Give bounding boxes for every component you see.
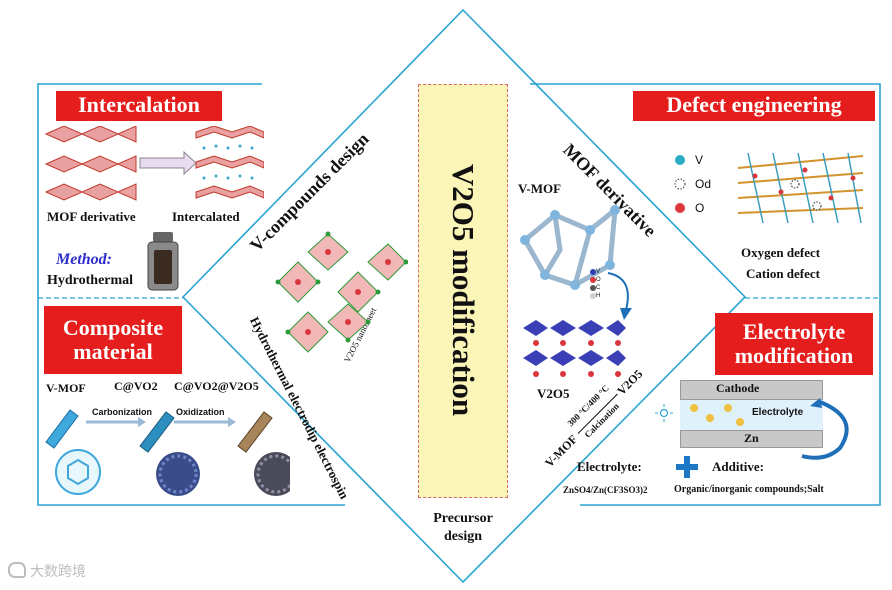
cation-defect-label: Cation defect [746, 266, 821, 281]
v2o5-label: V2O5 [537, 386, 570, 401]
cathode-label: Cathode [716, 381, 760, 395]
watermark-logo-icon [8, 562, 26, 578]
mof-element-legend [590, 269, 596, 299]
electrolyte-inner-label: Electrolyte [752, 407, 804, 418]
v-mof-label: V-MOF [518, 181, 562, 196]
defect-crystal [737, 152, 864, 224]
intercalated-caption: Intercalated [172, 209, 240, 224]
electrolyte-salts: ZnSO4/Zn(CF3SO3)2 [563, 485, 648, 495]
watermark-text: 大数跨境 [30, 564, 86, 580]
additive-prefix: Additive: [712, 459, 764, 474]
composite-title: Composite material [44, 306, 182, 374]
mof-element-letters: V O C H [596, 269, 601, 299]
defect-title: Defect engineering [633, 91, 875, 121]
oxygen-defect-label: Oxygen defect [741, 245, 821, 260]
cathode-layer [680, 380, 823, 400]
nanosheet-illustration [275, 231, 408, 353]
carbonization-label: Carbonization [92, 407, 152, 417]
v2o5-crystal [523, 320, 626, 377]
electrolyte-particles [690, 404, 744, 426]
method-value: Hydrothermal [47, 273, 134, 288]
intercalation-illustration [44, 126, 264, 201]
mof-derivative-caption: MOF derivative [47, 209, 136, 224]
watermark: 大数跨境 [8, 561, 86, 581]
electrolyte-layer [680, 400, 823, 430]
c-vo2-v2o5-caption: C@VO2@V2O5 [174, 379, 259, 393]
defect-legend-markers [674, 155, 686, 213]
vmof-caption: V-MOF [46, 381, 86, 395]
zn-label: Zn [744, 431, 759, 445]
intercalation-title: Intercalation [56, 91, 222, 121]
center-panel [418, 84, 508, 498]
oxidization-label: Oxidization [176, 407, 225, 417]
electrolyte-cycle-arrow-icon [801, 398, 849, 460]
od-legend-dot [674, 178, 686, 190]
zn-layer [680, 430, 823, 448]
autoclave-icon [147, 232, 179, 291]
c-vo2-caption: C@VO2 [114, 379, 158, 393]
legend-v-label: V [695, 153, 704, 167]
legend-o-label: O [695, 201, 705, 215]
curved-arrow-icon [607, 272, 632, 320]
method-label: Method: [56, 251, 112, 268]
precursor-design-label: Precursor design [433, 511, 493, 544]
legend-od-label: Od [695, 177, 712, 191]
v-legend-dot [675, 155, 685, 165]
additives-list: Organic/inorganic compounds;Salt [674, 484, 824, 495]
main-title: V2O5 modification [446, 163, 481, 417]
plus-icon [676, 456, 698, 478]
sun-icon [655, 404, 673, 422]
electrolyte-title: Electrolyte modification [715, 313, 873, 375]
v-mof-framework [520, 205, 620, 290]
o-legend-dot [675, 203, 685, 213]
electrolyte-prefix: Electrolyte: [577, 459, 642, 474]
composite-illustration [45, 409, 290, 496]
reaction-product: V2O5 [614, 366, 646, 398]
reaction-reactant: V-MOF [542, 432, 581, 471]
